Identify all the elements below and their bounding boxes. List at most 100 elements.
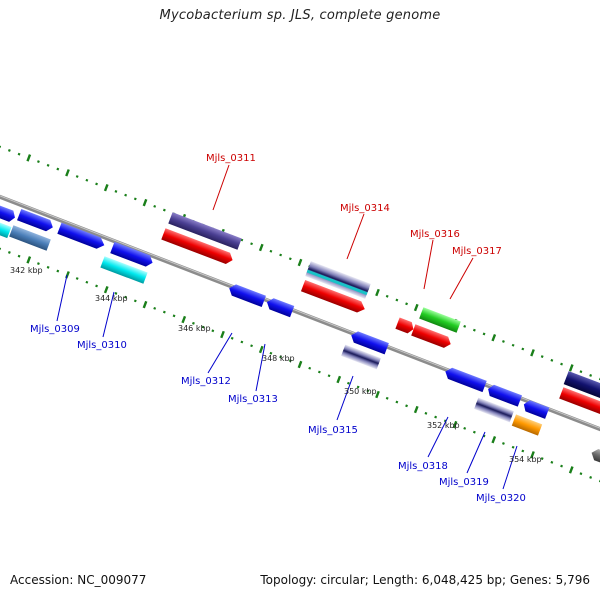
minor-tick bbox=[347, 381, 350, 385]
minor-tick bbox=[124, 295, 128, 299]
major-tick bbox=[26, 256, 32, 264]
major-tick bbox=[103, 183, 109, 192]
gene-block bbox=[419, 307, 461, 333]
minor-tick bbox=[240, 340, 244, 344]
minor-tick bbox=[317, 370, 321, 374]
major-tick bbox=[375, 288, 380, 297]
reverse-strand-genes bbox=[0, 216, 600, 466]
gene-label: Mjls_0317 bbox=[452, 246, 502, 257]
minor-tick bbox=[405, 404, 408, 408]
gene-label: Mjls_0320 bbox=[476, 493, 526, 504]
minor-tick bbox=[56, 269, 60, 273]
major-tick bbox=[26, 154, 32, 162]
major-tick bbox=[413, 405, 419, 414]
minor-tick bbox=[201, 325, 205, 329]
major-tick bbox=[452, 420, 458, 429]
minor-tick bbox=[463, 324, 467, 328]
minor-tick bbox=[230, 336, 234, 340]
gene-label: Mjls_0318 bbox=[398, 461, 448, 472]
major-tick bbox=[297, 360, 303, 369]
inner-tick-ring bbox=[0, 247, 600, 483]
minor-tick bbox=[46, 163, 50, 167]
minor-tick bbox=[250, 344, 253, 348]
minor-tick bbox=[405, 302, 408, 306]
gene-labels: Mjls_0311 Mjls_0314 Mjls_0316 Mjls_0317 … bbox=[30, 153, 526, 504]
minor-tick bbox=[0, 145, 2, 149]
minor-tick bbox=[279, 355, 283, 359]
major-tick bbox=[142, 198, 148, 207]
gene-block bbox=[305, 261, 371, 299]
leader-line bbox=[207, 332, 233, 374]
gene-block bbox=[351, 331, 389, 355]
gene-block bbox=[229, 284, 266, 308]
minor-tick bbox=[434, 415, 438, 419]
minor-tick bbox=[85, 178, 89, 182]
tick-label: 352 kbp bbox=[427, 421, 460, 430]
minor-tick bbox=[482, 332, 486, 336]
major-tick bbox=[336, 375, 342, 384]
gene-label: Mjls_0312 bbox=[181, 376, 231, 387]
minor-tick bbox=[75, 175, 79, 178]
minor-tick bbox=[114, 190, 118, 193]
gene-label: Mjls_0316 bbox=[410, 229, 460, 240]
major-tick bbox=[297, 258, 303, 267]
minor-tick bbox=[472, 328, 476, 332]
leader-lines bbox=[56, 164, 518, 490]
minor-tick bbox=[540, 355, 544, 358]
map-title: Mycobacterium sp. JLS, complete genome bbox=[159, 8, 441, 23]
gene-block bbox=[411, 324, 451, 348]
major-tick bbox=[568, 466, 574, 474]
minor-tick bbox=[589, 374, 593, 377]
tick-label: 350 kbp bbox=[344, 387, 377, 396]
major-tick bbox=[142, 300, 148, 309]
minor-tick bbox=[560, 464, 563, 468]
leader-line bbox=[56, 274, 68, 322]
minor-tick bbox=[579, 370, 583, 374]
minor-tick bbox=[502, 442, 505, 445]
tick-label: 344 kbp bbox=[95, 294, 128, 303]
minor-tick bbox=[424, 411, 428, 415]
tick-label: 348 kbp bbox=[262, 354, 295, 363]
gene-block bbox=[591, 448, 600, 466]
minor-tick bbox=[7, 251, 11, 254]
gene-block bbox=[511, 414, 543, 436]
gene-block bbox=[559, 387, 600, 415]
minor-tick bbox=[153, 204, 157, 208]
minor-tick bbox=[502, 340, 505, 343]
major-tick bbox=[491, 333, 497, 342]
gene-block bbox=[523, 400, 550, 419]
gene-block bbox=[266, 298, 295, 318]
minor-tick bbox=[385, 294, 389, 298]
major-tick bbox=[568, 364, 574, 372]
minor-tick bbox=[560, 362, 563, 366]
gene-block bbox=[9, 225, 51, 251]
major-tick bbox=[65, 271, 70, 279]
minor-tick bbox=[463, 426, 467, 430]
major-tick bbox=[375, 390, 380, 399]
gene-block bbox=[445, 367, 487, 393]
minor-tick bbox=[114, 292, 118, 295]
genome-backbone-highlight bbox=[0, 195, 600, 429]
tick-label: 342 kbp bbox=[10, 266, 43, 275]
minor-tick bbox=[133, 299, 137, 303]
gene-block bbox=[341, 344, 381, 370]
leader-line bbox=[423, 239, 434, 290]
minor-tick bbox=[46, 265, 50, 269]
minor-tick bbox=[366, 389, 370, 393]
minor-tick bbox=[385, 396, 389, 400]
gene-block bbox=[474, 397, 514, 423]
minor-tick bbox=[124, 193, 128, 197]
leader-line bbox=[212, 164, 230, 211]
gene-block bbox=[563, 371, 600, 399]
minor-tick bbox=[37, 262, 40, 266]
minor-tick bbox=[589, 476, 593, 479]
accession-text: Accession: NC_009077 bbox=[10, 573, 147, 587]
tick-label: 346 kbp bbox=[178, 324, 211, 333]
minor-tick bbox=[250, 242, 253, 246]
major-tick bbox=[65, 169, 70, 177]
gene-label: Mjls_0309 bbox=[30, 324, 80, 335]
minor-tick bbox=[395, 298, 399, 302]
leader-line bbox=[466, 431, 486, 474]
genome-summary-text: Topology: circular; Length: 6,048,425 bp… bbox=[260, 573, 590, 587]
tick-labels: 342 kbp 344 kbp 346 kbp 348 kbp 350 kbp … bbox=[10, 266, 542, 464]
